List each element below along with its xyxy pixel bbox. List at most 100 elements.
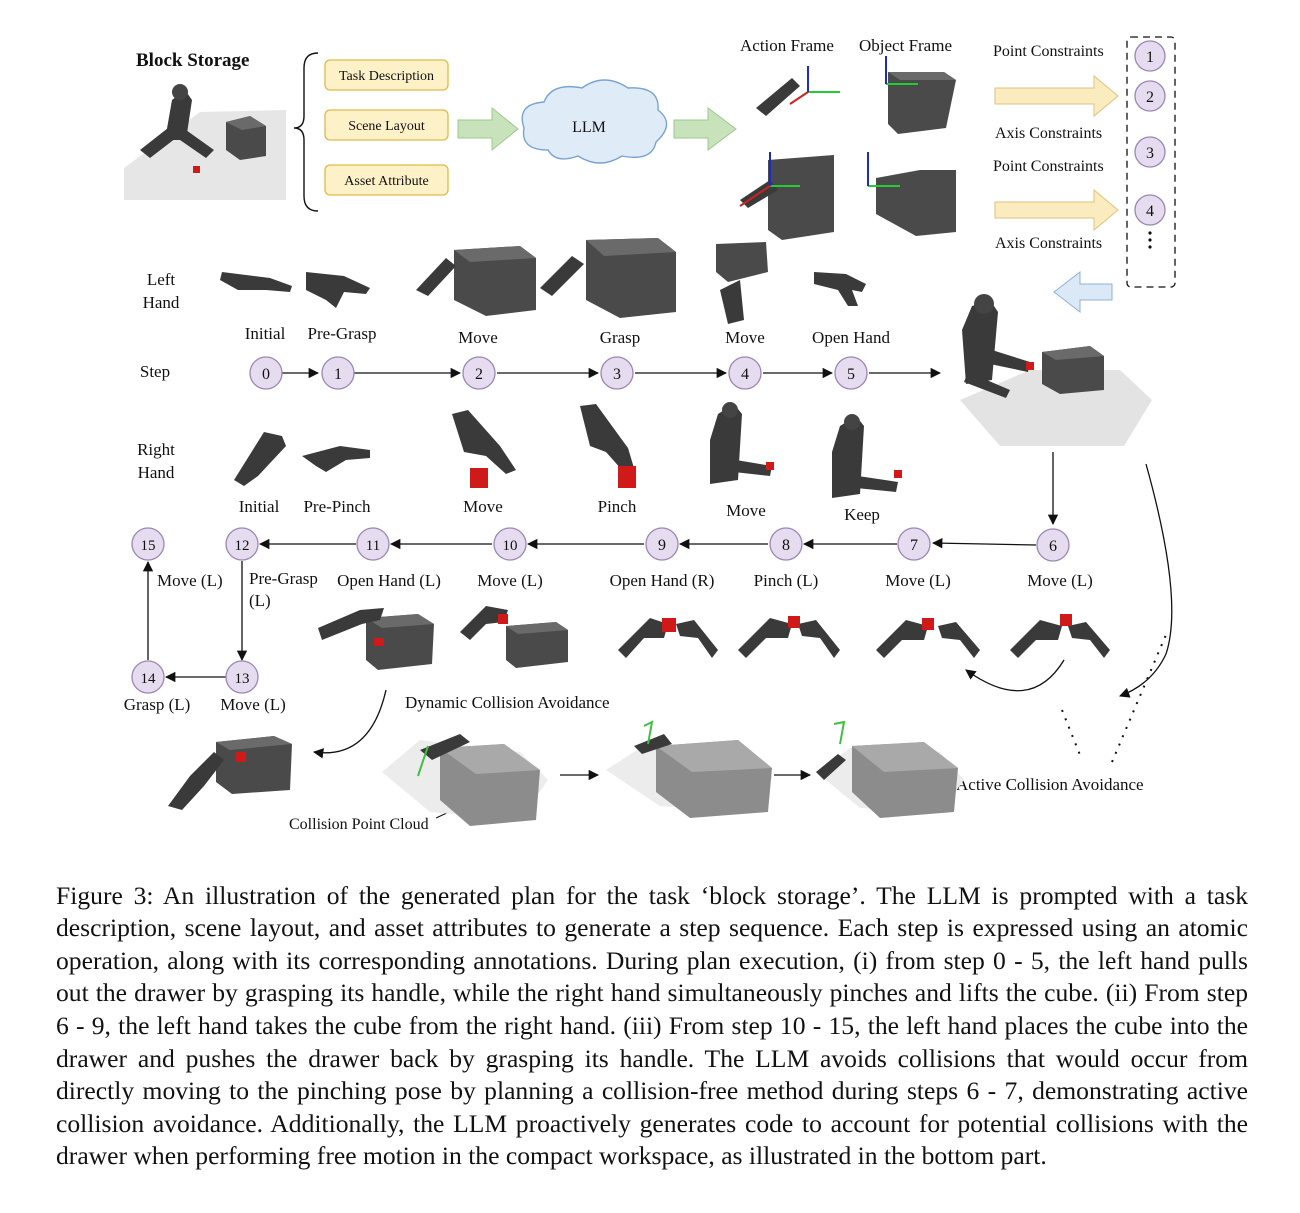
left-hand-move-pull-image xyxy=(716,242,768,324)
drawer-move-image-10 xyxy=(460,606,568,668)
svg-text:14: 14 xyxy=(141,671,157,687)
right-label-keep: Keep xyxy=(844,505,880,524)
svg-text:7: 7 xyxy=(910,537,918,554)
svg-text:15: 15 xyxy=(141,538,156,554)
blue-arrow-back xyxy=(1053,270,1113,314)
diagram-canvas: Block Storage Task Description Scene Lay… xyxy=(124,36,1176,833)
pinch-handover-image-8 xyxy=(738,616,840,658)
step-label-15: Move (L) xyxy=(157,571,223,590)
svg-text:12: 12 xyxy=(235,538,250,554)
right-label-move-2: Move xyxy=(463,497,503,516)
green-arrow-from-llm xyxy=(673,107,737,151)
left-hand-row-label-1: Left xyxy=(147,270,176,289)
step-circle-4: 4 xyxy=(728,356,762,390)
step-row-label: Step xyxy=(140,362,170,381)
task-title: Block Storage xyxy=(136,50,249,71)
input-brace xyxy=(293,52,319,212)
svg-text:LLM: LLM xyxy=(572,119,606,136)
left-label-initial: Initial xyxy=(245,324,286,343)
svg-text:Scene Layout: Scene Layout xyxy=(348,119,425,134)
input-box-task-description: Task Description xyxy=(324,59,449,91)
action-frame-gripper-2 xyxy=(739,152,834,240)
constraint-label-2: Axis Constraints xyxy=(995,125,1102,142)
svg-text:4: 4 xyxy=(1146,203,1154,220)
right-hand-move-image xyxy=(452,410,516,488)
step-label-6: Move (L) xyxy=(1027,571,1093,590)
figure-diagram: Block Storage Task Description Scene Lay… xyxy=(124,36,1176,833)
left-hand-pregrasp-image xyxy=(306,272,370,308)
svg-text:6: 6 xyxy=(1049,538,1057,555)
figure-caption: Figure 3: An illustration of the generat… xyxy=(56,880,1248,1171)
pinch-handover-image-7 xyxy=(876,618,980,658)
object-frame-drawer-1 xyxy=(885,56,956,134)
constraint-circle-1: 1 xyxy=(1134,40,1166,72)
right-label-move-4: Move xyxy=(726,501,766,520)
step-circle-15: 15 xyxy=(131,527,165,561)
step-label-11: Open Hand (L) xyxy=(337,571,441,590)
left-hand-move-drawer-image xyxy=(416,246,536,316)
constraint-circle-3: 3 xyxy=(1134,136,1166,168)
step-label-14: Grasp (L) xyxy=(124,695,191,714)
step-circle-14: 14 xyxy=(131,660,165,694)
svg-text:2: 2 xyxy=(475,366,483,383)
step-circle-10: 10 xyxy=(493,527,527,561)
svg-text:13: 13 xyxy=(235,671,250,687)
right-hand-keep-image xyxy=(832,414,902,498)
left-label-move-4: Move xyxy=(725,328,765,347)
svg-text:Asset Attribute: Asset Attribute xyxy=(344,174,428,189)
constraint-ellipsis-dots xyxy=(1148,231,1152,249)
step-circle-9: 9 xyxy=(645,527,679,561)
action-frame-gripper-1 xyxy=(756,66,840,116)
svg-text:Task Description: Task Description xyxy=(339,69,434,84)
constraint-list-box xyxy=(1126,36,1176,288)
step-circle-13: 13 xyxy=(225,660,259,694)
step-circle-6: 6 xyxy=(1036,528,1070,562)
left-label-pregrasp: Pre-Grasp xyxy=(308,324,377,343)
svg-text:2: 2 xyxy=(1146,89,1154,106)
right-hand-prepinch-image xyxy=(302,446,370,472)
step-label-12-suffix: (L) xyxy=(249,591,271,610)
right-label-initial: Initial xyxy=(239,497,280,516)
step-circle-8: 8 xyxy=(769,527,803,561)
right-hand-initial-image xyxy=(234,432,286,486)
svg-text:5: 5 xyxy=(847,366,855,383)
step-label-8: Pinch (L) xyxy=(754,571,819,590)
object-frame-drawer-2 xyxy=(867,152,956,236)
drawer-open-hand-image-11 xyxy=(318,608,434,670)
svg-text:4: 4 xyxy=(741,366,749,383)
pinch-handover-image-6 xyxy=(1010,614,1110,658)
svg-text:0: 0 xyxy=(262,366,270,383)
constraint-circle-4: 4 xyxy=(1134,194,1166,226)
step-circle-3: 3 xyxy=(600,356,634,390)
constraint-label-4: Axis Constraints xyxy=(995,235,1102,252)
step-label-7: Move (L) xyxy=(885,571,951,590)
dynamic-avoidance-label: Dynamic Collision Avoidance xyxy=(405,693,610,712)
left-hand-initial-image xyxy=(220,272,292,292)
svg-text:10: 10 xyxy=(503,538,518,554)
scene-thumbnail xyxy=(124,84,286,200)
svg-text:3: 3 xyxy=(1146,145,1154,162)
step-circle-12: 12 xyxy=(225,527,259,561)
right-hand-pinch-image xyxy=(580,404,636,488)
left-hand-grasp-drawer-image xyxy=(540,238,676,318)
collision-cloud-image-2 xyxy=(606,720,772,818)
left-label-open-hand: Open Hand xyxy=(812,328,890,347)
drawer-grasp-image-14 xyxy=(168,736,292,810)
left-hand-open-image xyxy=(814,272,866,306)
right-hand-move-robot-image xyxy=(710,402,774,484)
action-frame-label: Action Frame xyxy=(740,36,834,55)
pinch-handover-image-9 xyxy=(618,618,718,658)
robot-scene-image xyxy=(960,294,1152,446)
right-label-prepinch: Pre-Pinch xyxy=(303,497,371,516)
svg-text:8: 8 xyxy=(782,537,790,554)
left-label-move-2: Move xyxy=(458,328,498,347)
left-label-grasp: Grasp xyxy=(600,328,641,347)
green-arrow-to-llm xyxy=(457,106,519,152)
collision-cloud-image-3 xyxy=(816,720,964,818)
right-label-pinch: Pinch xyxy=(598,497,637,516)
right-hand-row-label-1: Right xyxy=(137,440,175,459)
active-avoidance-label: Active Collision Avoidance xyxy=(956,775,1144,794)
input-box-scene-layout: Scene Layout xyxy=(324,109,449,141)
collision-cloud-image-1 xyxy=(382,734,548,826)
step-circle-0: 0 xyxy=(249,356,283,390)
